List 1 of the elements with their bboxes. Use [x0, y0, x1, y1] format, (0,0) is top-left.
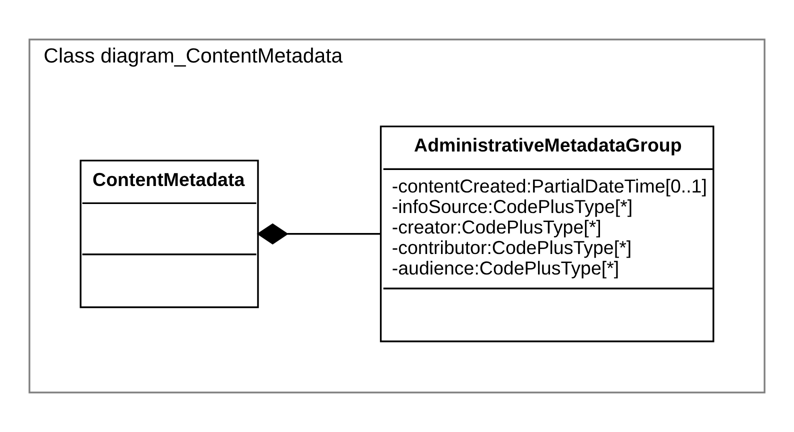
connector [256, 223, 381, 244]
